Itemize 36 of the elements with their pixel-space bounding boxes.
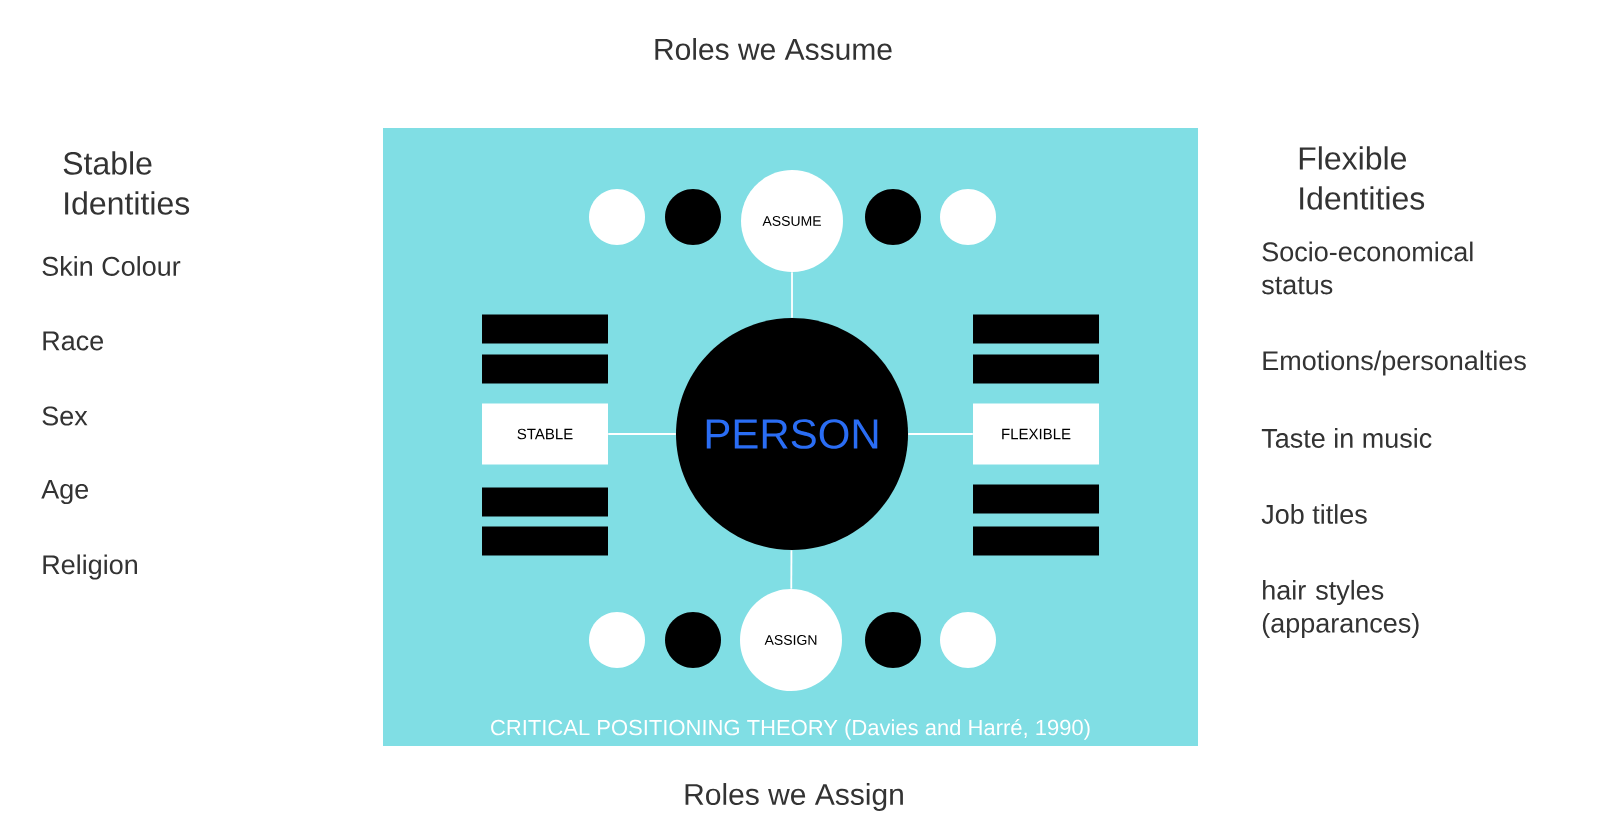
identity-box: FLEXIBLE [973,403,1099,465]
list-item: Emotions/personalties [1263,350,1526,376]
bar [482,487,608,517]
dot [589,612,645,668]
connector-line [791,271,793,319]
connector-line [790,549,793,590]
dot [865,612,921,668]
list-item: Job titles [1261,504,1367,524]
list-item: Age [41,479,89,505]
dot [589,189,645,245]
list-item: Race [43,331,104,351]
bar [973,526,1099,556]
dot [665,612,721,668]
dot [865,189,921,245]
connector-line [607,433,677,435]
heading: Roles we Assign [685,783,903,811]
column-heading: Flexible Identities [1299,146,1425,210]
list-item: Skin Colour [42,256,181,276]
bar [482,354,608,384]
dot [940,612,996,668]
list-item: Taste in music [1261,428,1432,448]
column-heading: Stable Identities [63,151,190,215]
dot [940,189,996,245]
dot [665,189,721,245]
bar [973,354,1099,384]
list-item: Socio-economical status [1261,241,1473,295]
bar [482,314,608,344]
identity-box: STABLE [482,403,608,465]
bar [973,314,1099,344]
bar [482,526,608,556]
list-item: Religion [43,554,137,580]
heading: Roles we Assume [655,38,892,60]
list-item: hair styles (apparances) [1262,579,1419,639]
list-item: Sex [42,406,88,426]
bar [973,484,1099,514]
connector-line [907,433,974,435]
